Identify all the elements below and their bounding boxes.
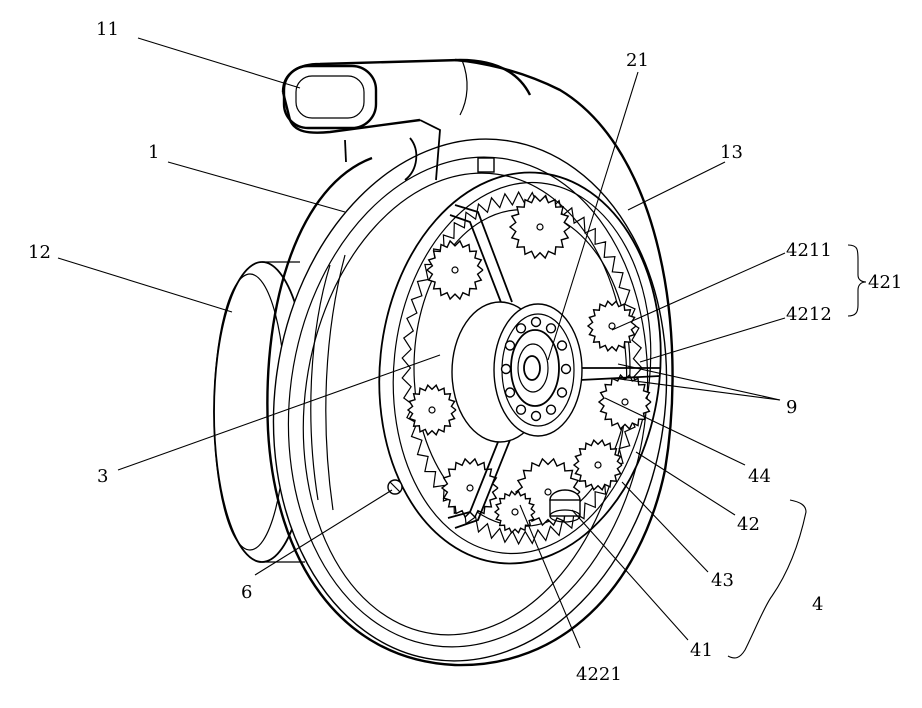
label-1: 1 — [148, 142, 159, 163]
label-3: 3 — [97, 466, 108, 487]
label-6: 6 — [241, 582, 252, 603]
bearing-ball-12 — [558, 341, 567, 350]
label-13: 13 — [720, 142, 743, 163]
brace-421 — [848, 245, 866, 316]
label-11: 11 — [96, 19, 119, 40]
bearing-ball-9 — [517, 324, 526, 333]
bearing-ball-8 — [506, 341, 515, 350]
bearing-ball-5 — [517, 405, 526, 414]
label-21: 21 — [626, 50, 649, 71]
label-12: 12 — [28, 242, 51, 263]
label-44: 44 — [748, 466, 771, 487]
label-4212: 4212 — [786, 304, 832, 325]
bearing-ball-3 — [547, 405, 556, 414]
bearing-ball-11 — [547, 324, 556, 333]
bearing-ball-7 — [502, 365, 511, 374]
label-4: 4 — [812, 594, 823, 615]
label-43: 43 — [711, 570, 734, 591]
bearing-ball-6 — [506, 388, 515, 397]
label-421: 421 — [868, 272, 902, 293]
bearing-ball-1 — [562, 365, 571, 374]
bearing-ball-10 — [532, 318, 541, 327]
bearing-ball-4 — [532, 412, 541, 421]
screw — [388, 480, 402, 494]
label-41: 41 — [690, 640, 713, 661]
bearing-ball-2 — [558, 388, 567, 397]
label-42: 42 — [737, 514, 760, 535]
label-4221: 4221 — [576, 664, 622, 685]
label-4211: 4211 — [786, 240, 832, 261]
label-9: 9 — [786, 397, 797, 418]
